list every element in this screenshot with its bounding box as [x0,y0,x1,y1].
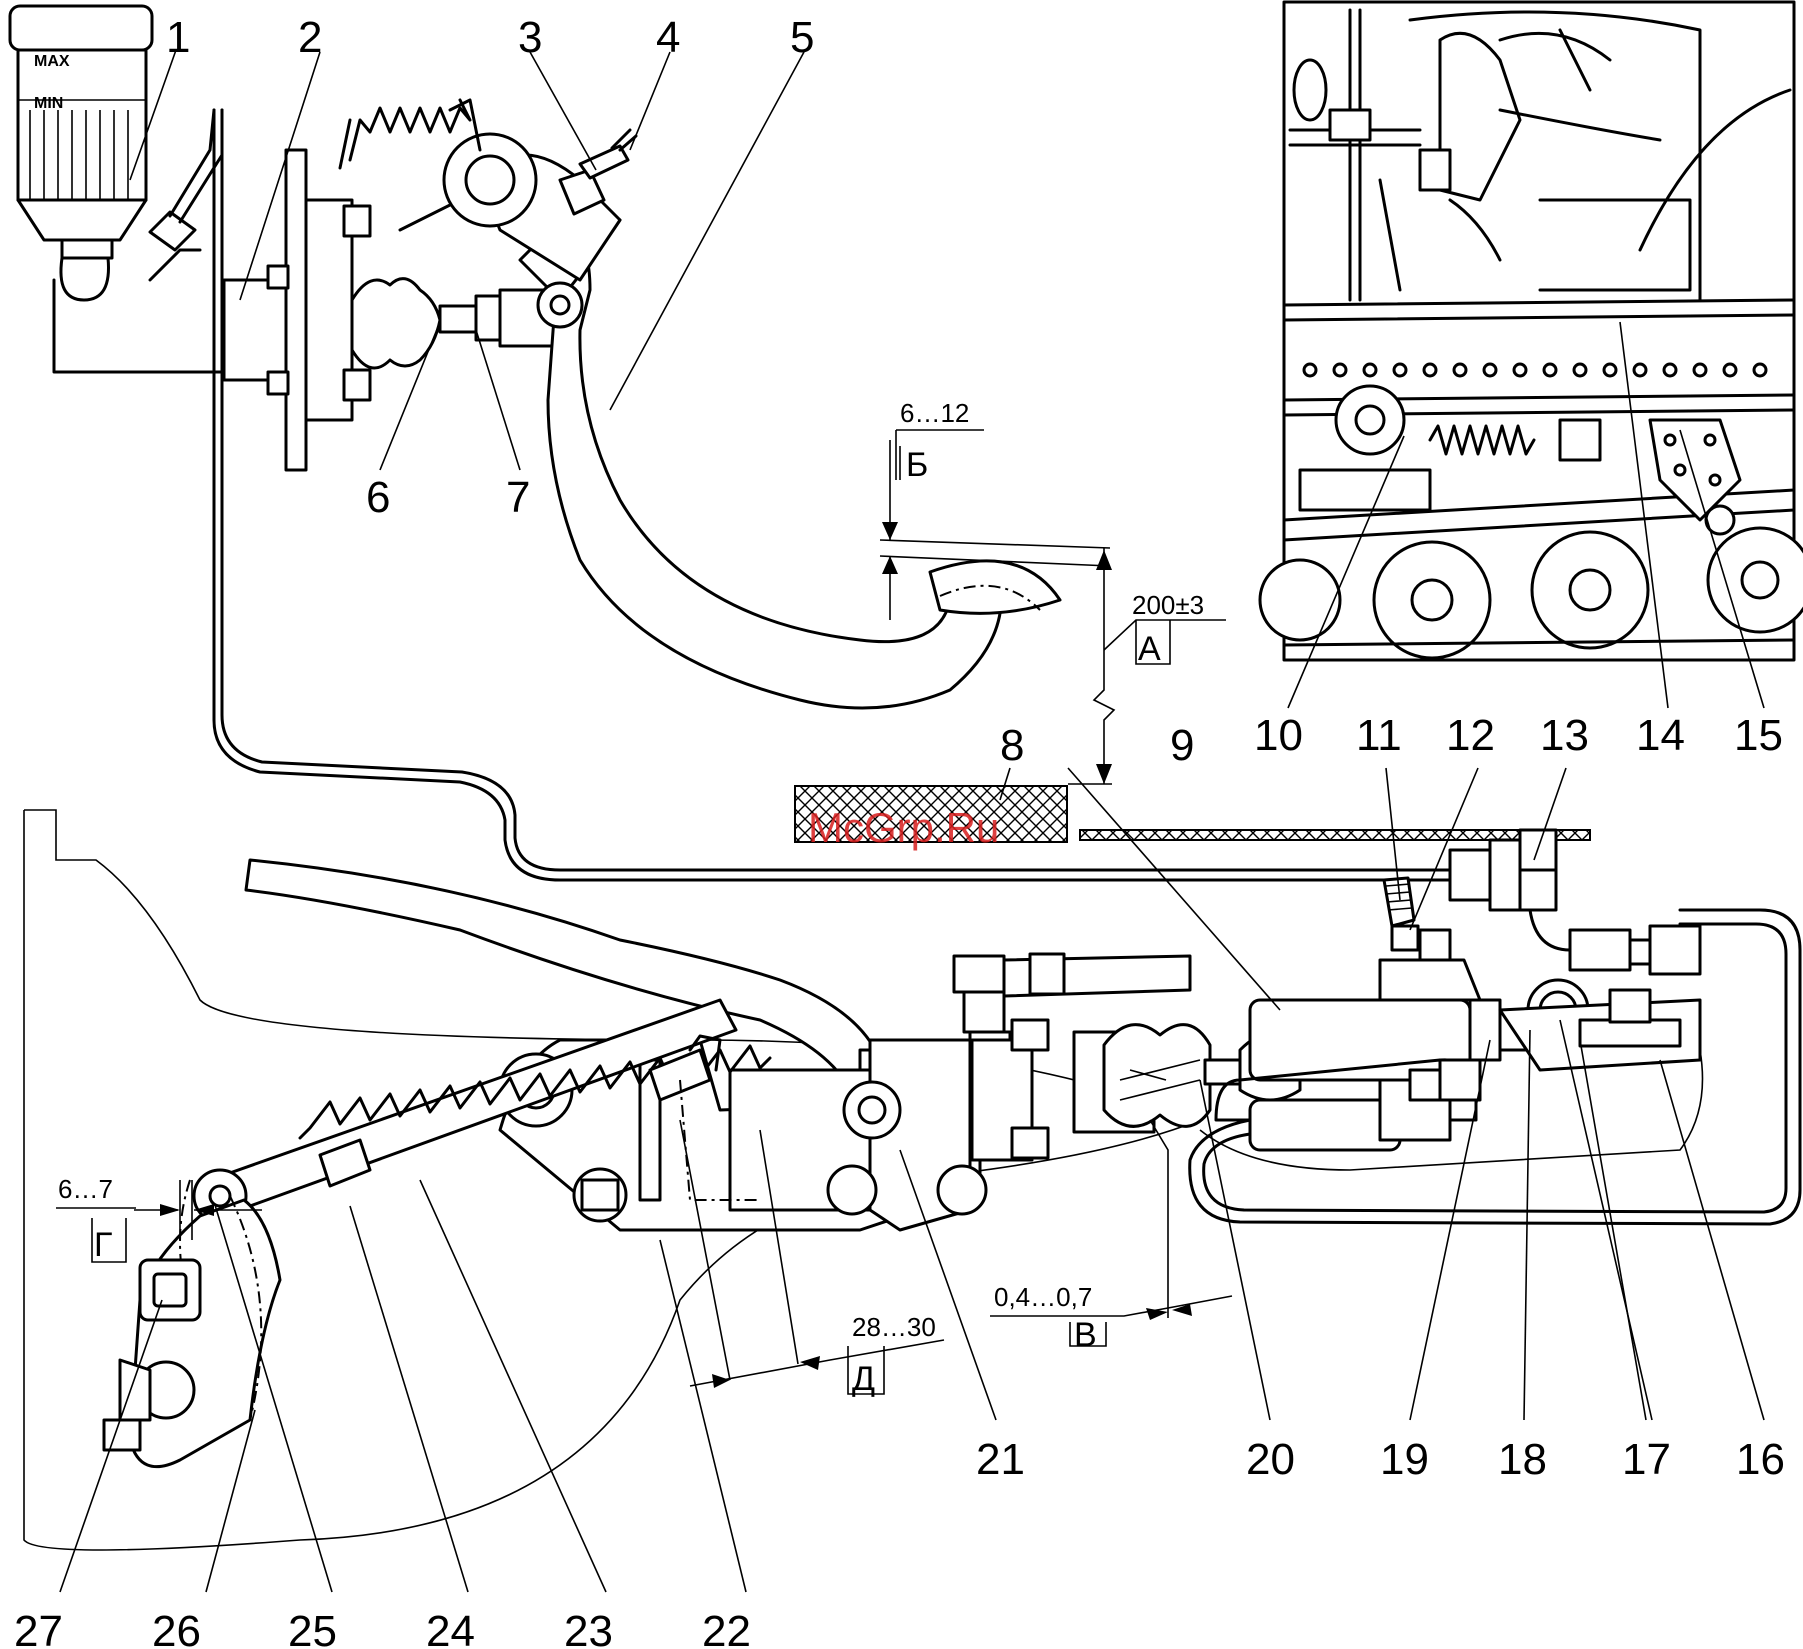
callout-3: 3 [518,13,542,62]
callout-14: 14 [1636,711,1685,760]
callout-15: 15 [1734,711,1783,760]
callout-11: 11 [1356,711,1402,760]
watermark: McGrp.Ru [808,804,999,851]
callout-18: 18 [1498,1435,1547,1484]
reservoir-max-label: MAX [34,53,70,70]
dim-b-value: 6…12 [900,398,969,428]
dimension-a: 200±3 А [1068,548,1226,784]
dim-g-value: 6…7 [58,1174,113,1204]
callout-25: 25 [288,1607,337,1649]
callout-10: 10 [1254,711,1303,760]
dim-a-letter: А [1138,630,1161,668]
callout-22: 22 [702,1607,751,1649]
dim-v-letter: В [1074,1316,1097,1354]
callout-20: 20 [1246,1435,1295,1484]
dim-a-value: 200±3 [1132,590,1204,620]
callout-24: 24 [426,1607,475,1649]
callout-19: 19 [1380,1435,1429,1484]
dim-g-letter: Г [94,1226,112,1264]
dim-b-letter: Б [906,446,928,484]
callout-26: 26 [152,1607,201,1649]
dim-v-value: 0,4…0,7 [994,1282,1092,1312]
tractor-side-view-inset [1260,2,1803,660]
callout-6: 6 [366,473,390,522]
callout-1: 1 [166,13,190,62]
callout-7: 7 [506,473,530,522]
callout-27: 27 [14,1607,63,1649]
callout-17: 17 [1622,1435,1671,1484]
callout-5: 5 [790,13,814,62]
callout-16: 16 [1736,1435,1785,1484]
hydraulic-pressure-line [214,110,1460,880]
clutch-fluid-reservoir: MAX MIN [10,6,224,372]
reservoir-min-label: MIN [34,95,63,112]
callout-9: 9 [1170,721,1194,770]
dim-d-value: 28…30 [852,1312,936,1342]
clutch-slave-cylinder-assembly [246,830,1800,1230]
callout-23: 23 [564,1607,613,1649]
callout-12: 12 [1446,711,1495,760]
callout-8: 8 [1000,721,1024,770]
callout-2: 2 [298,13,322,62]
callout-21: 21 [976,1435,1025,1484]
dim-d-letter: Д [852,1360,875,1398]
callout-4: 4 [656,13,680,62]
callout-13: 13 [1540,711,1589,760]
